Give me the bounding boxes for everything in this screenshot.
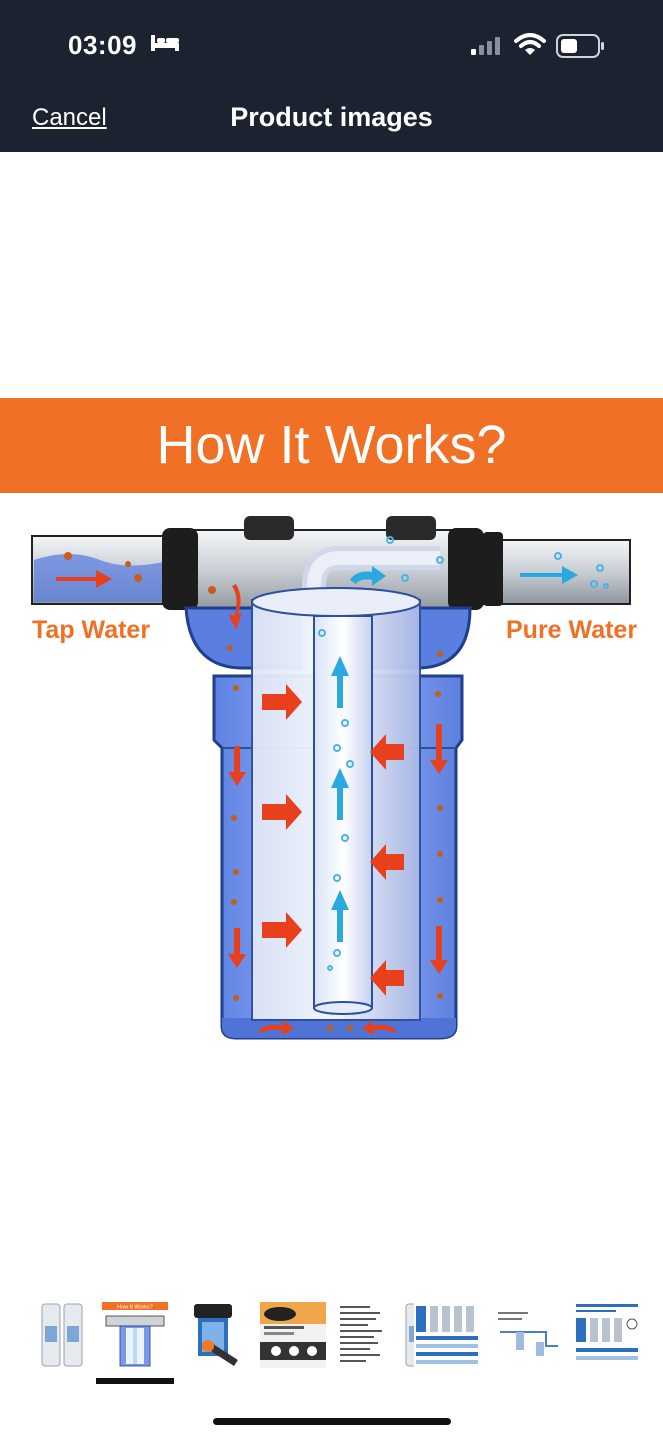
thumbnail-carbon-block-filter[interactable] [260,1302,326,1368]
signal-icon [471,37,500,55]
thumbnail-spec-sheet[interactable] [336,1302,402,1368]
cancel-button[interactable]: Cancel [32,104,107,131]
pure-water-label: Pure Water [506,616,638,644]
thumbnail-label: How It Works? [117,1305,153,1311]
nav-bar: Cancel Product images [0,84,663,152]
thumbnail-comparison-chart[interactable] [414,1302,480,1368]
thumbnail-installation-diagram[interactable] [496,1302,562,1368]
image-banner: How It Works? [0,398,663,493]
status-time: 03:09 [68,30,137,60]
main-product-image[interactable]: How It Works? [0,398,663,1058]
bed-icon [151,35,179,51]
tap-water-label: Tap Water [32,616,151,644]
thumbnail-how-it-works[interactable]: How It Works? [102,1302,168,1368]
page-title: Product images [230,102,433,132]
filter-diagram [31,516,631,1040]
wifi-icon [514,33,546,55]
thumbnail-strip: How It Works? [30,1302,663,1392]
thumbnail-compatibility-chart[interactable] [574,1302,640,1368]
status-bar: 03:09 [0,0,663,84]
battery-icon [556,34,604,58]
selected-thumbnail-indicator [96,1378,174,1384]
banner-title: How It Works? [156,415,507,475]
thumbnail-filter-housing-wrench[interactable] [180,1302,246,1368]
home-indicator[interactable] [213,1418,451,1425]
thumbnail-filter-cartridges[interactable] [34,1302,100,1368]
